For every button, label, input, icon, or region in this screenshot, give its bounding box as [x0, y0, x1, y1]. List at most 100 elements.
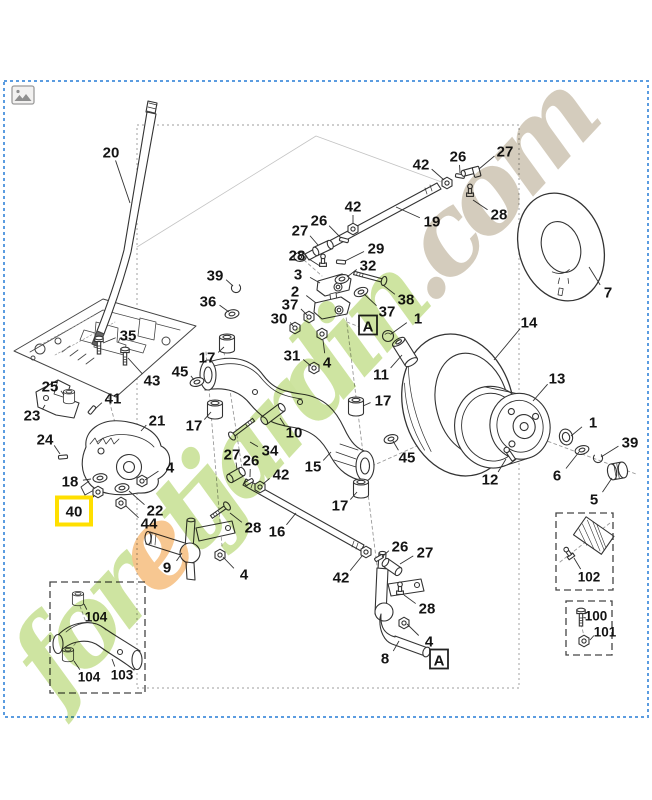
svg-text:27: 27: [417, 545, 434, 562]
part-label-27: 27: [478, 144, 513, 170]
part-label-22: 22: [128, 490, 163, 520]
part-label-1: 1: [570, 415, 597, 437]
svg-text:16: 16: [269, 524, 286, 541]
svg-text:1: 1: [589, 415, 597, 432]
part-label-15: 15: [305, 451, 332, 476]
part-label-5: 5: [590, 477, 613, 509]
diagram-dotted-border: [136, 124, 520, 689]
part-glyph-boltV: [94, 335, 104, 355]
part-label-28: 28: [403, 594, 436, 618]
part-label-17: 17: [199, 346, 225, 367]
svg-text:4: 4: [166, 460, 175, 477]
reference-box: [429, 648, 449, 670]
part-label-36: 36: [200, 294, 230, 313]
part-label-28: 28: [289, 248, 321, 267]
part-label-26: 26: [381, 539, 408, 558]
part-glyph-grease: [466, 183, 474, 197]
part-label-14: 14: [493, 315, 538, 361]
part-glyph-cyl: [312, 239, 334, 257]
svg-text:4: 4: [425, 634, 434, 651]
part-label-25: 25: [42, 379, 65, 396]
part-glyph-nut: [92, 485, 104, 499]
inset-box-hardware: [565, 600, 613, 656]
inner-tube-drawing: [516, 192, 606, 302]
part-label-16: 16: [269, 512, 297, 541]
part-label-17: 17: [362, 393, 391, 410]
part-glyph-washer: [383, 434, 399, 444]
svg-text:42: 42: [345, 199, 362, 216]
part-glyph-nut: [214, 548, 226, 562]
drag-link-drawing: [293, 182, 442, 263]
part-glyph-ball: [381, 329, 395, 343]
part-label-17: 17: [186, 411, 212, 435]
part-glyph-boltV: [120, 346, 130, 366]
part-label-41: 41: [94, 391, 122, 410]
part-label-4: 4: [222, 556, 249, 584]
part-label-26: 26: [450, 149, 466, 174]
part-label-7: 7: [588, 266, 612, 302]
svg-text:9: 9: [163, 560, 171, 577]
svg-text:28: 28: [419, 601, 436, 618]
part-label-6: 6: [553, 451, 580, 485]
part-label-104: 104: [83, 603, 108, 625]
part-glyph-pin: [57, 454, 69, 460]
steering-arm-drawing: [313, 273, 352, 320]
part-glyph-nut: [308, 361, 320, 375]
parts-artwork: [13, 100, 637, 671]
part-label-31: 31: [284, 348, 312, 367]
svg-text:28: 28: [289, 248, 306, 265]
part-label-9: 9: [163, 552, 183, 577]
part-label-104: 104: [73, 660, 101, 685]
svg-text:100: 100: [585, 609, 608, 624]
part-label-102: 102: [573, 557, 601, 585]
svg-text:102: 102: [578, 570, 601, 585]
svg-text:20: 20: [103, 145, 120, 162]
svg-text:24: 24: [37, 432, 54, 449]
svg-text:36: 36: [200, 294, 217, 311]
part-label-13: 13: [532, 371, 566, 402]
part-glyph-boltV: [576, 607, 586, 627]
part-glyph-washer: [574, 445, 590, 455]
part-label-18: 18: [62, 474, 92, 491]
svg-text:10: 10: [286, 425, 303, 442]
svg-text:27: 27: [224, 447, 241, 464]
svg-text:6: 6: [553, 468, 561, 485]
part-glyph-cring: [592, 452, 604, 464]
svg-text:4: 4: [240, 567, 249, 584]
part-label-12: 12: [482, 458, 507, 489]
part-label-42: 42: [413, 157, 445, 181]
broken-image-icon: [11, 85, 35, 105]
part-label-8: 8: [381, 640, 400, 668]
part-label-30: 30: [271, 311, 294, 328]
part-label-39: 39: [600, 435, 638, 458]
part-label-A: A: [358, 314, 378, 336]
svg-text:44: 44: [141, 516, 158, 533]
part-label-28: 28: [472, 199, 507, 224]
inset-box-axle-variant: [49, 581, 146, 694]
part-label-40: 40: [55, 495, 95, 527]
part-label-11: 11: [373, 354, 403, 384]
part-label-45: 45: [172, 364, 195, 381]
part-label-35: 35: [102, 328, 136, 345]
svg-text:41: 41: [105, 391, 122, 408]
guide-line: [136, 135, 448, 248]
part-label-26: 26: [243, 453, 259, 478]
part-label-4: 4: [406, 623, 434, 651]
svg-text:A: A: [434, 653, 445, 670]
hardware-glyphs: [57, 165, 629, 663]
part-glyph-elbow: [460, 165, 482, 178]
part-label-42: 42: [262, 467, 289, 485]
part-glyph-bushing: [71, 591, 85, 607]
svg-text:2: 2: [291, 284, 299, 301]
part-glyph-pin: [338, 236, 350, 244]
svg-text:30: 30: [271, 311, 288, 328]
part-label-29: 29: [344, 241, 384, 262]
part-glyph-valve: [503, 446, 516, 462]
svg-text:8: 8: [381, 651, 389, 668]
part-label-17: 17: [332, 491, 358, 515]
svg-text:31: 31: [284, 348, 301, 365]
part-label-34: 34: [249, 441, 279, 460]
part-glyph-nut: [316, 327, 328, 341]
svg-text:13: 13: [549, 371, 566, 388]
part-glyph-nut: [578, 634, 590, 648]
